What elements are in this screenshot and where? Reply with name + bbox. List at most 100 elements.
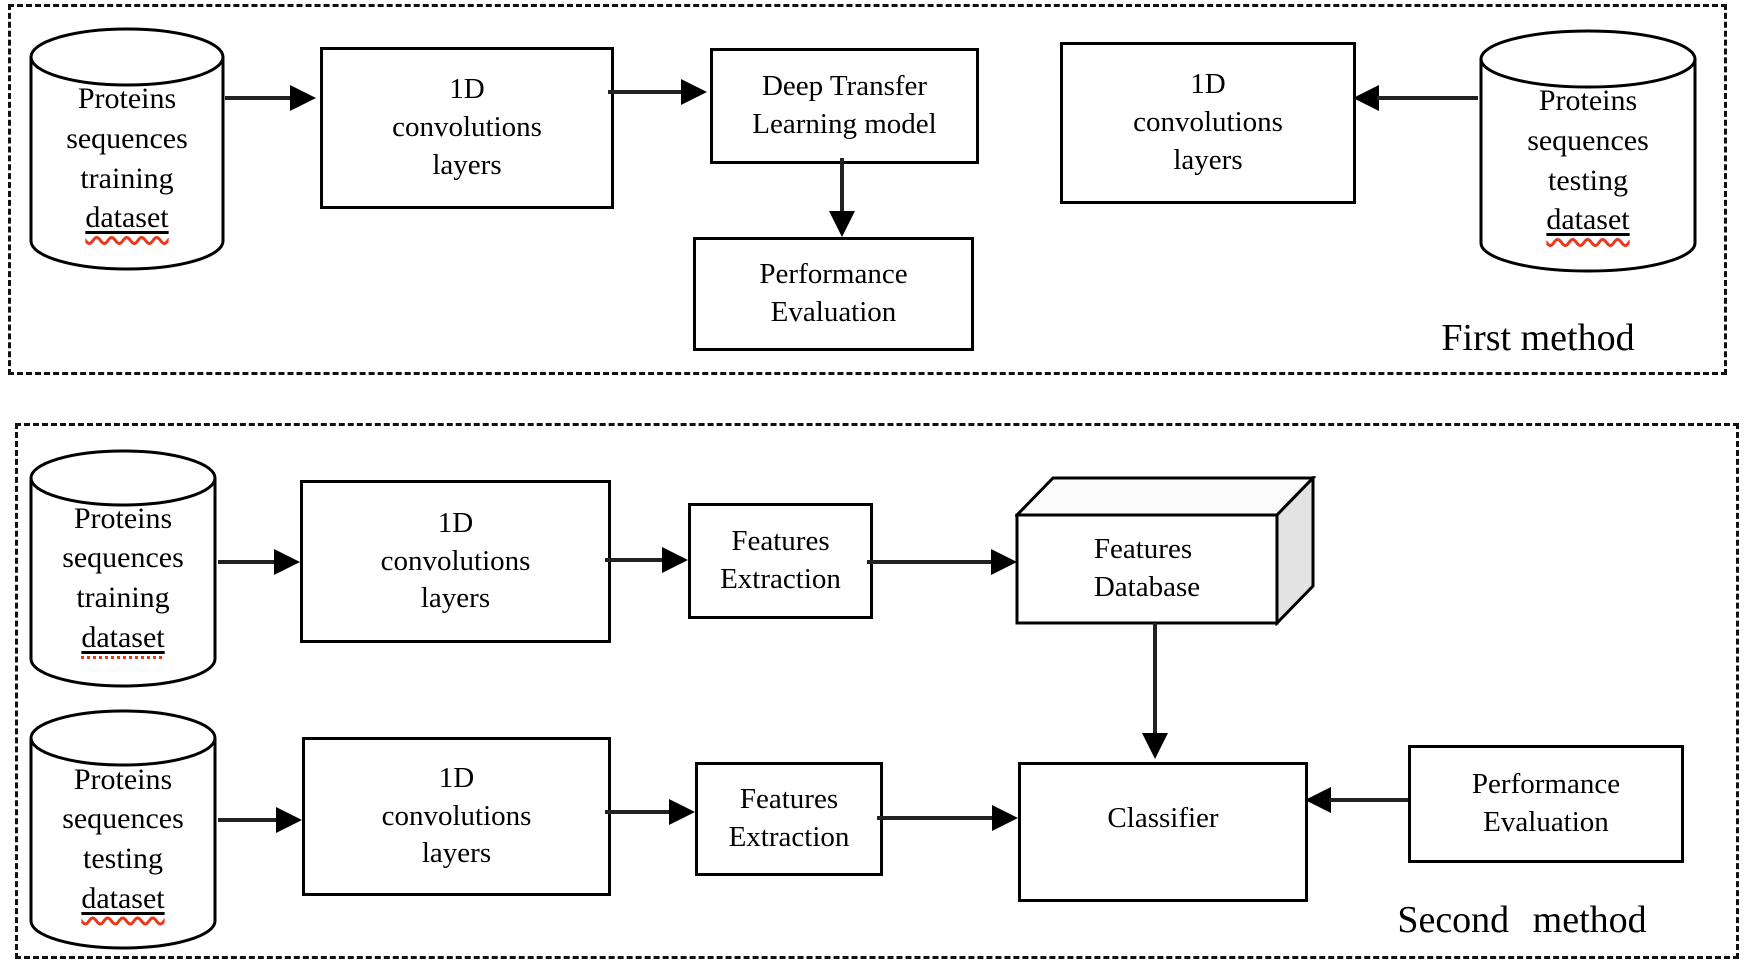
box-label-line: Classifier (1107, 802, 1219, 835)
underlined-word: dataset (81, 881, 165, 915)
arrow-conv-bottom-to-fe-bottom (605, 799, 695, 825)
box-label-line: 1D (437, 506, 474, 539)
arrow-shaft (225, 96, 292, 100)
arrowhead-right-icon (290, 85, 316, 111)
cylinder-label-line: dataset (81, 618, 164, 658)
database-cylinder-icon (29, 27, 225, 271)
first-method-label: First method (1441, 317, 1635, 359)
box-label-line: Extraction (728, 821, 850, 853)
database-cylinder-icon (29, 709, 217, 950)
arrowhead-right-icon (274, 549, 300, 575)
arrow-training-to-conv1 (225, 85, 316, 111)
arrow-shaft (867, 560, 993, 564)
performance-evaluation-box-1: Performance Evaluation (693, 237, 974, 351)
second-method-panel (15, 423, 1739, 959)
box-label-line: 1D (449, 73, 485, 106)
arrowhead-right-icon (992, 805, 1018, 831)
cylinder-label-line: Proteins (77, 82, 177, 116)
testing-dataset-cylinder-1: Proteins sequences testing dataset (1478, 28, 1698, 275)
box-label-line: Learning model (752, 108, 937, 140)
arrowhead-right-icon (662, 547, 688, 573)
box-label-line: Performance (759, 258, 908, 291)
arrow-shaft (608, 90, 683, 94)
features-database-cuboid: Features Database (1013, 474, 1317, 627)
arrow-shaft (1377, 96, 1478, 100)
box-label-line: layers (420, 582, 491, 615)
arrow-fdb-to-classifier (1142, 623, 1168, 759)
cylinder-label-line: sequences (62, 541, 184, 575)
arrow-conv1-to-dtl (608, 79, 707, 105)
cylinder-label: Proteins sequences training dataset (28, 26, 226, 273)
arrow-shaft (840, 158, 844, 213)
arrow-testing-to-conv2 (1353, 85, 1478, 111)
deep-transfer-learning-box: Deep Transfer Learning model (710, 48, 979, 164)
arrow-shaft (1153, 623, 1157, 735)
cylinder-label-line: sequences (1527, 123, 1649, 157)
arrowhead-down-icon (1142, 733, 1168, 759)
arrow-shaft (877, 816, 994, 820)
arrow-testing2-to-conv-bottom (218, 807, 302, 833)
cylinder-label-line: dataset (1546, 200, 1629, 240)
database-cylinder-icon (1479, 29, 1697, 273)
cylinder-label-line: training (80, 161, 174, 195)
arrow-performance2-to-classifier (1305, 787, 1410, 813)
box-label-line: layers (421, 837, 492, 870)
cylinder-label: Proteins sequences testing dataset (28, 708, 218, 952)
box-label-line: Deep Transfer (761, 70, 928, 103)
arrow-conv-top-to-fe-top (605, 547, 688, 573)
conv-layers-box-4: 1D convolutions layers (302, 737, 611, 896)
cylinder-label-line: sequences (62, 802, 184, 836)
database-cylinder-icon (29, 449, 217, 688)
arrowhead-right-icon (991, 549, 1017, 575)
box-label-line: Features (1093, 533, 1193, 566)
features-extraction-box-bottom: Features Extraction (695, 762, 883, 876)
box-label-line: convolutions (380, 544, 531, 577)
cuboid-icon (1013, 474, 1317, 627)
arrow-shaft (218, 560, 276, 564)
arrowhead-right-icon (681, 79, 707, 105)
arrow-training2-to-conv-top (218, 549, 300, 575)
box-label-line: layers (432, 148, 502, 181)
arrow-shaft (605, 558, 664, 562)
testing-dataset-cylinder-2: Proteins sequences testing dataset (28, 708, 218, 952)
cylinder-label-line: dataset (85, 198, 168, 238)
cylinder-label: Proteins sequences training dataset (28, 448, 218, 690)
box-label-line: convolutions (392, 111, 542, 144)
arrowhead-left-icon (1305, 787, 1331, 813)
arrow-dtl-to-performance (829, 158, 855, 237)
cylinder-label-line: Proteins (73, 762, 173, 796)
arrowhead-right-icon (669, 799, 695, 825)
cylinder-label-line: sequences (66, 121, 188, 155)
underlined-word: dataset (81, 620, 165, 654)
cylinder-label-line: testing (83, 842, 163, 875)
underlined-word: dataset (85, 201, 169, 235)
cylinder-label-line: training (76, 581, 170, 614)
box-label-line: Database (1093, 571, 1201, 603)
conv-layers-box-2: 1D convolutions layers (1060, 42, 1356, 204)
cylinder-label-line: testing (1548, 163, 1628, 197)
box-label-line: convolutions (381, 799, 532, 832)
box-label-line: Performance (1471, 768, 1621, 801)
training-dataset-cylinder-1: Proteins sequences training dataset (28, 26, 226, 273)
box-label-line: Features (731, 525, 830, 558)
box-label-line: Evaluation (770, 296, 897, 328)
box-label-line: layers (1173, 143, 1243, 176)
conv-layers-box-3: 1D convolutions layers (300, 480, 611, 643)
classifier-box: Classifier (1018, 762, 1308, 902)
arrowhead-right-icon (276, 807, 302, 833)
features-database-label: Features Database (1017, 515, 1277, 623)
arrowhead-left-icon (1353, 85, 1379, 111)
arrow-shaft (605, 810, 671, 814)
arrow-shaft (1329, 798, 1410, 802)
box-label-line: 1D (438, 761, 475, 794)
first-method-panel (8, 4, 1727, 375)
arrowhead-down-icon (829, 211, 855, 237)
second-method-label: Second method (1397, 899, 1647, 941)
box-label-line: 1D (1190, 68, 1226, 101)
box-label-line: convolutions (1133, 106, 1283, 139)
conv-layers-box-1: 1D convolutions layers (320, 47, 614, 209)
performance-evaluation-box-2: Performance Evaluation (1408, 745, 1684, 863)
cylinder-label-line: dataset (81, 879, 164, 919)
features-extraction-box-top: Features Extraction (688, 503, 873, 619)
cylinder-label-line: Proteins (1538, 84, 1638, 118)
